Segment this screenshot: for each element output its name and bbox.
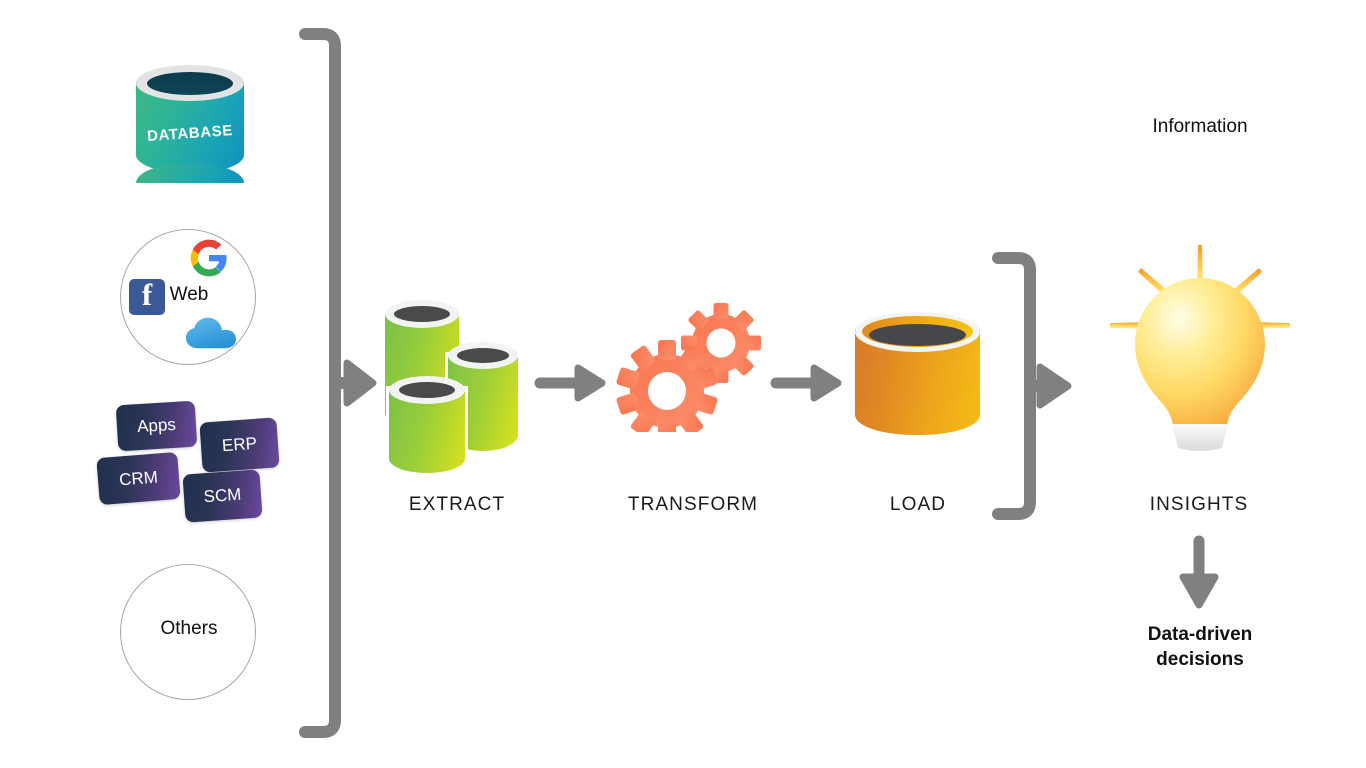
extract-cylinder-3 [389,376,465,488]
arrow-extract-to-transform [534,364,606,402]
app-tag-erp: ERP [199,417,280,473]
gears-icon [614,300,764,442]
stage-label-transform: TRANSFORM [627,494,759,515]
stage-label-load: LOAD [889,494,947,515]
source-others-circle: Others [120,564,256,700]
app-tag-label: ERP [221,433,258,456]
database-opening [147,72,233,95]
orange-cylinder-icon [855,312,980,444]
source-database: DATABASE [136,65,244,185]
stage-label-insights: INSIGHTS [1149,494,1249,515]
arrow-insights-to-decisions [1179,535,1219,609]
app-tag-label: CRM [118,467,159,489]
lightbulb-icon [1090,240,1310,455]
source-web-circle: Web [120,229,256,365]
web-label: Web [169,284,209,305]
information-label: Information [1152,116,1248,137]
app-tag-label: SCM [202,484,242,507]
decisions-label: Data-driven decisions [1100,622,1300,672]
app-tag-label: Apps [136,414,177,437]
decisions-label-line1: Data-driven [1147,624,1253,645]
arrow-transform-to-load [770,364,842,402]
facebook-icon [129,277,165,315]
decisions-label-line2: decisions [1156,649,1244,670]
app-tag-scm: SCM [182,469,263,523]
green-cylinders-icon [385,300,530,473]
left-bracket-arrow [299,28,377,738]
google-icon [190,239,227,277]
others-label: Others [160,618,218,639]
app-tag-apps: Apps [115,400,198,452]
stage-label-extract: EXTRACT [408,494,506,515]
right-bracket-arrow [992,252,1072,520]
cloud-icon [185,317,236,349]
app-tag-crm: CRM [96,451,181,506]
load-cylinder-opening [869,324,966,346]
